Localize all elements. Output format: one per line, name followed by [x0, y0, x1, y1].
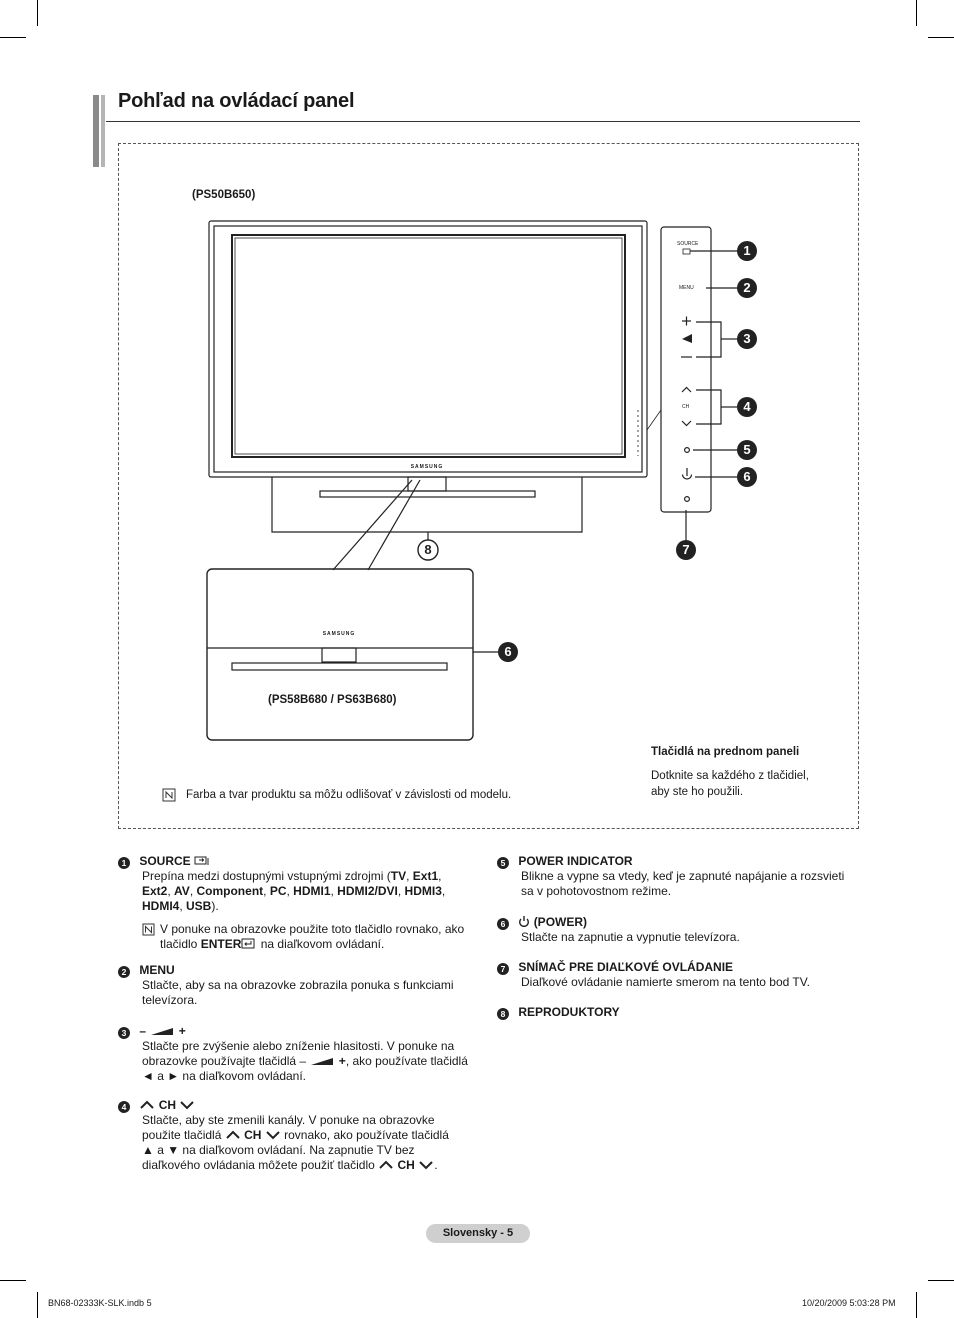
crop-mark	[0, 1280, 26, 1281]
item-remote-sensor: 7 SNÍMAČ PRE DIAĽKOVÉ OVLÁDANIE Diaľkové…	[497, 960, 867, 990]
brand-logo: SAMSUNG	[410, 464, 444, 470]
item-number: 1	[118, 857, 130, 869]
item-title: MENU	[139, 963, 175, 977]
item-number: 7	[497, 963, 509, 975]
volume-icon	[311, 1058, 334, 1065]
crop-mark	[928, 37, 954, 38]
item-power: 6 (POWER) Stlačte na zapnutie a vypnutie…	[497, 915, 867, 945]
item-channel: 4 CH Stlačte, aby ste zmenili kanály. V …	[118, 1098, 478, 1173]
enter-icon	[241, 938, 255, 949]
chevron-down-icon	[266, 1131, 280, 1140]
crop-mark	[916, 1292, 917, 1318]
item-source: 1 SOURCE Prepína medzi dostupnými vstupn…	[118, 854, 478, 952]
callout-6: 6	[743, 469, 751, 484]
callout-8: 8	[424, 542, 432, 557]
item-number: 4	[118, 1101, 130, 1113]
panel-label-source: SOURCE	[677, 241, 699, 247]
chevron-up-icon	[379, 1160, 393, 1169]
panel-label-ch: CH	[682, 404, 690, 410]
callout-6-inset: 6	[504, 644, 512, 659]
callout-5: 5	[743, 442, 751, 457]
callout-3: 3	[743, 331, 751, 346]
chevron-up-icon	[140, 1100, 155, 1109]
chevron-up-icon	[226, 1130, 240, 1139]
footer-file: BN68-02333K-SLK.indb 5	[48, 1298, 152, 1308]
source-icon	[194, 856, 209, 865]
item-volume: 3 – + Stlačte pre zvýšenie alebo zníženi…	[118, 1024, 478, 1084]
page-number-badge: Slovensky - 5	[426, 1224, 530, 1243]
crop-mark	[0, 37, 26, 38]
front-panel-text: aby ste ho použili.	[651, 786, 744, 798]
enter-label: ENTER	[200, 937, 242, 951]
panel-label-menu: MENU	[679, 285, 694, 291]
item-menu: 2 MENU Stlačte, aby sa na obrazovke zobr…	[118, 963, 478, 1008]
item-title: SOURCE	[139, 854, 191, 868]
chevron-down-icon	[419, 1161, 433, 1170]
model-label-top: (PS50B650)	[192, 189, 256, 201]
item-number: 8	[497, 1008, 509, 1020]
note-icon	[142, 923, 155, 936]
power-icon	[519, 916, 530, 928]
brand-logo-inset: SAMSUNG	[322, 631, 356, 637]
item-number: 2	[118, 966, 130, 978]
model-label-bottom: (PS58B680 / PS63B680)	[268, 694, 397, 706]
tv-diagram	[206, 220, 757, 741]
footer-datetime: 10/20/2009 5:03:28 PM	[802, 1298, 896, 1308]
front-panel-heading: Tlačidlá na prednom paneli	[651, 746, 800, 758]
item-speakers: 8 REPRODUKTORY	[497, 1005, 867, 1020]
callout-7: 7	[682, 542, 690, 557]
item-power-indicator: 5 POWER INDICATOR Blikne a vypne sa vted…	[497, 854, 867, 899]
crop-mark	[928, 1280, 954, 1281]
item-number: 6	[497, 918, 509, 930]
title-accent-bar	[93, 95, 99, 167]
item-number: 5	[497, 857, 509, 869]
crop-mark	[916, 0, 917, 26]
source-note: V ponuke na obrazovke použite toto tlači…	[160, 922, 465, 936]
volume-icon	[151, 1028, 174, 1035]
illustration-frame	[118, 143, 859, 829]
page-title: Pohľad na ovládací panel	[118, 90, 355, 112]
crop-mark	[37, 0, 38, 26]
callout-2: 2	[743, 280, 751, 295]
item-number: 3	[118, 1027, 130, 1039]
title-rule	[106, 121, 860, 122]
note-icon	[162, 788, 176, 802]
title-accent-bar	[101, 95, 105, 167]
front-panel-text: Dotknite sa každého z tlačidiel,	[651, 770, 809, 782]
chevron-down-icon	[180, 1101, 195, 1110]
callout-4: 4	[743, 399, 751, 414]
model-note: Farba a tvar produktu sa môžu odlišovať …	[186, 789, 512, 801]
callout-1: 1	[743, 243, 751, 258]
crop-mark	[37, 1292, 38, 1318]
